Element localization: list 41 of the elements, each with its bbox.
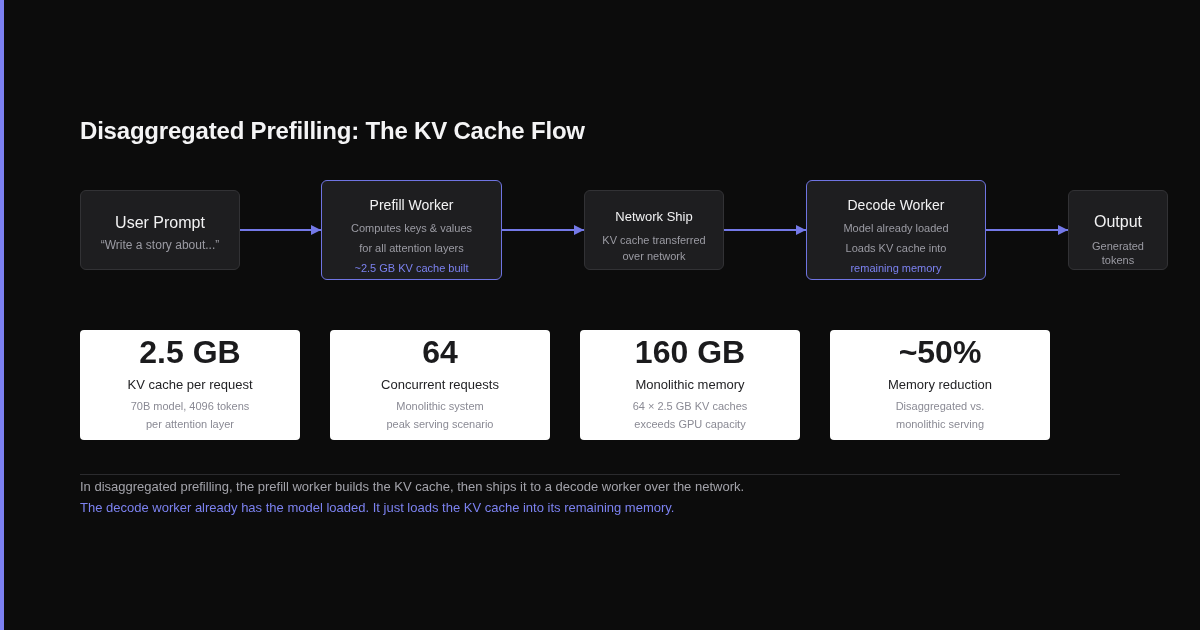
stat-description: 64 × 2.5 GB KV caches exceeds GPU capacity (631, 399, 749, 432)
stat-description: Monolithic system peak serving scenario (385, 399, 495, 432)
process-box (584, 190, 724, 270)
box-title: Network Ship (615, 208, 693, 226)
box-description: Model already loaded (843, 221, 949, 236)
footnote-text: The decode worker already has the model loaded. It just loads the KV cache into its remaining memory. (80, 499, 675, 517)
stat-value: 160 GB (634, 334, 746, 370)
box-description: Generated tokens (1091, 239, 1145, 267)
box-title: User Prompt (115, 213, 205, 233)
box-highlight-text: remaining memory (850, 261, 942, 276)
stat-label: Memory reduction (887, 376, 992, 394)
box-description: KV cache transferred over network (601, 233, 707, 264)
stat-description: 70B model, 4096 tokens per attention layer (129, 399, 251, 432)
box-highlight-text: ~2.5 GB KV cache built (354, 261, 469, 276)
box-description: Loads KV cache into (845, 241, 947, 256)
box-description: Computes keys & values for all attention layers (349, 221, 474, 256)
stat-value: ~50% (898, 334, 982, 370)
diagram-title: Disaggregated Prefilling: The KV Cache Flow (80, 116, 585, 146)
box-title: Output (1094, 212, 1142, 232)
process-box (80, 190, 240, 270)
box-title: Decode Worker (847, 196, 945, 214)
box-description: “Write a story about...” (100, 237, 220, 253)
box-title: Prefill Worker (369, 196, 454, 214)
arrow (723, 225, 807, 235)
arrow (239, 225, 322, 235)
arrow (501, 225, 585, 235)
process-box (1068, 190, 1168, 270)
stat-card (830, 330, 1050, 440)
stat-label: Monolithic memory (635, 376, 745, 394)
stat-card (580, 330, 800, 440)
stat-value: 2.5 GB (139, 334, 241, 370)
stat-label: Concurrent requests (381, 376, 499, 394)
arrow (985, 225, 1069, 235)
stat-card (80, 330, 300, 440)
stat-description: Disaggregated vs. monolithic serving (894, 399, 986, 432)
footnote-text: In disaggregated prefilling, the prefill worker builds the KV cache, then ships it to a decode worker over the network. (80, 478, 745, 496)
process-box (806, 180, 986, 280)
stat-label: KV cache per request (127, 376, 253, 394)
stat-value: 64 (422, 334, 458, 370)
stat-card (330, 330, 550, 440)
process-box (321, 180, 502, 280)
